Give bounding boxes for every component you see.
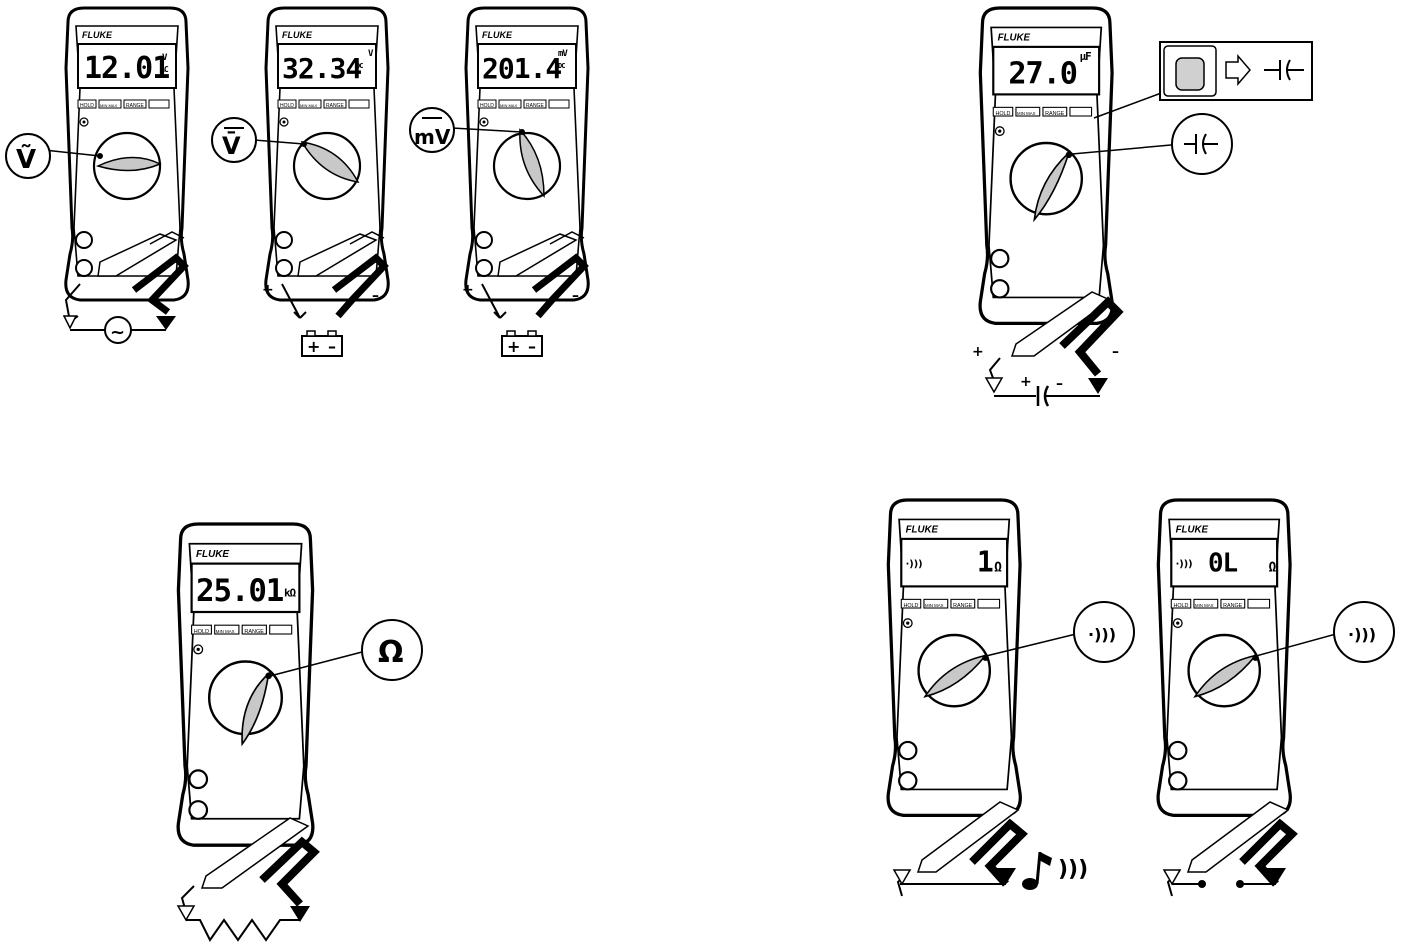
lcd-unit: Ω	[994, 560, 1002, 575]
range-button: RANGE	[126, 103, 144, 109]
svg-text:+: +	[262, 282, 274, 298]
finger-press-icon	[1175, 57, 1205, 91]
callout-dc-volts-symbol: V̄	[222, 130, 241, 160]
svg-text:+: +	[507, 337, 520, 356]
meter-resistance: FLUKE 25.01 kΩ HOLD MIN MAX RANGE	[176, 522, 315, 847]
svg-text:~: ~	[110, 322, 125, 343]
selector-knob	[241, 671, 270, 747]
meter-dc-millivolts: FLUKE 201.4 mV DC HOLD MIN MAX RANGE	[464, 6, 590, 302]
svg-text:MIN MAX: MIN MAX	[1195, 603, 1214, 608]
svg-text:FLUKE: FLUKE	[906, 524, 939, 535]
lcd-reading: 27.0	[1008, 57, 1077, 92]
callout-ohm-symbol: Ω	[378, 635, 404, 670]
svg-text:MIN MAX: MIN MAX	[300, 103, 317, 108]
svg-text:HOLD: HOLD	[1173, 603, 1188, 609]
music-note-icon	[1022, 851, 1052, 890]
svg-text:HOLD: HOLD	[903, 603, 918, 609]
svg-text:MIN MAX: MIN MAX	[1017, 111, 1036, 116]
svg-text:FLUKE: FLUKE	[1176, 524, 1209, 535]
svg-text:–: –	[528, 337, 536, 356]
lcd-mode: DC	[356, 62, 363, 70]
svg-text:MIN MAX: MIN MAX	[216, 629, 235, 634]
meter-continuity-closed: FLUKE ·))) 1 Ω HOLD MIN MAX RANGE	[886, 498, 1022, 817]
svg-text:–: –	[372, 288, 379, 304]
lcd-reading: 32.34	[282, 52, 361, 85]
svg-text:RANGE: RANGE	[953, 603, 973, 609]
lcd-reading: 1	[977, 545, 993, 578]
lcd-mode: AC	[160, 65, 169, 74]
meter-continuity-open: FLUKE ·))) 0L Ω HOLD MIN MAX RANGE	[1156, 498, 1292, 817]
svg-text:–: –	[1056, 376, 1063, 392]
ac-source-icon	[104, 316, 132, 344]
svg-text:RANGE: RANGE	[1045, 111, 1065, 117]
lcd-reading: 201.4	[482, 52, 561, 85]
svg-text:HOLD: HOLD	[194, 629, 209, 635]
beeper-icon: ·)))	[1348, 625, 1376, 644]
meter-dc-volts: FLUKE 32.34 V DC HOLD MIN MAX RANGE	[264, 6, 390, 302]
beeper-icon: ·)))	[906, 559, 923, 570]
svg-text:–: –	[1112, 344, 1119, 360]
lcd-unit: mV	[558, 49, 568, 59]
lcd-unit: μF	[1080, 50, 1091, 63]
svg-text:RANGE: RANGE	[1223, 603, 1243, 609]
lcd-unit: kΩ	[284, 587, 297, 600]
svg-text:FLUKE: FLUKE	[282, 30, 313, 40]
selector-knob	[1033, 150, 1071, 223]
open-circuit-icon	[1172, 880, 1276, 888]
lcd-reading: 12.01	[84, 51, 169, 86]
meter-capacitance: FLUKE 27.0 μF HOLD MIN MAX RANGE	[978, 6, 1114, 325]
svg-text:+: +	[972, 344, 984, 360]
lcd-reading: 25.01	[196, 573, 284, 609]
svg-text:+: +	[1020, 374, 1032, 390]
svg-text:FLUKE: FLUKE	[998, 32, 1031, 43]
lcd-unit: Ω	[1268, 560, 1276, 575]
callout-mv-symbol: mV	[414, 125, 451, 149]
callout-ac-volts	[5, 133, 51, 179]
svg-text:–: –	[328, 337, 336, 356]
svg-text:HOLD: HOLD	[480, 103, 494, 109]
callout-ac-volts-symbol: Ṽ	[16, 143, 36, 175]
resistor-icon	[186, 918, 300, 942]
selector-knob	[923, 654, 988, 698]
battery-icon: + –	[301, 330, 343, 357]
svg-text:MIN MAX: MIN MAX	[925, 603, 944, 608]
svg-text:RANGE: RANGE	[244, 629, 264, 635]
beeper-icon: ·)))	[1176, 559, 1193, 570]
svg-text:+: +	[462, 282, 474, 298]
capacitor-icon	[1264, 59, 1304, 81]
svg-text:HOLD: HOLD	[995, 111, 1010, 117]
lcd-unit: V	[368, 49, 374, 59]
selector-knob	[1193, 654, 1258, 698]
svg-text:RANGE: RANGE	[326, 103, 344, 109]
battery-icon: + –	[501, 330, 543, 357]
callout-resistance	[361, 619, 423, 681]
selector-knob	[519, 128, 545, 198]
arrow-right-icon	[1225, 53, 1251, 87]
callout-dc-volts	[211, 117, 257, 163]
svg-text:FLUKE: FLUKE	[196, 549, 229, 560]
minmax-button: MIN MAX	[100, 103, 117, 108]
lcd-unit: V	[162, 53, 168, 63]
hold-button: HOLD	[80, 103, 94, 109]
lcd-mode: DC	[558, 62, 565, 70]
svg-text:+: +	[307, 337, 320, 356]
svg-text:MIN MAX: MIN MAX	[500, 103, 517, 108]
beeper-icon: ·)))	[1088, 625, 1116, 644]
capacitor-icon	[1184, 133, 1218, 155]
selector-knob	[95, 156, 162, 172]
callout-continuity	[1073, 601, 1135, 663]
selector-knob	[300, 141, 360, 183]
callout-continuity	[1333, 601, 1395, 663]
svg-text:–: –	[572, 288, 579, 304]
svg-text:HOLD: HOLD	[280, 103, 294, 109]
svg-text:RANGE: RANGE	[526, 103, 544, 109]
meter-ac-volts: FLUKE 12.01 V AC HOLD MIN MAX RANGE	[64, 6, 190, 302]
callout-dc-millivolts	[409, 107, 455, 153]
brand-logo: FLUKE	[82, 30, 113, 40]
svg-text:FLUKE: FLUKE	[482, 30, 513, 40]
beeper-icon: )))	[1058, 857, 1088, 882]
lcd-reading: 0L	[1208, 548, 1238, 578]
